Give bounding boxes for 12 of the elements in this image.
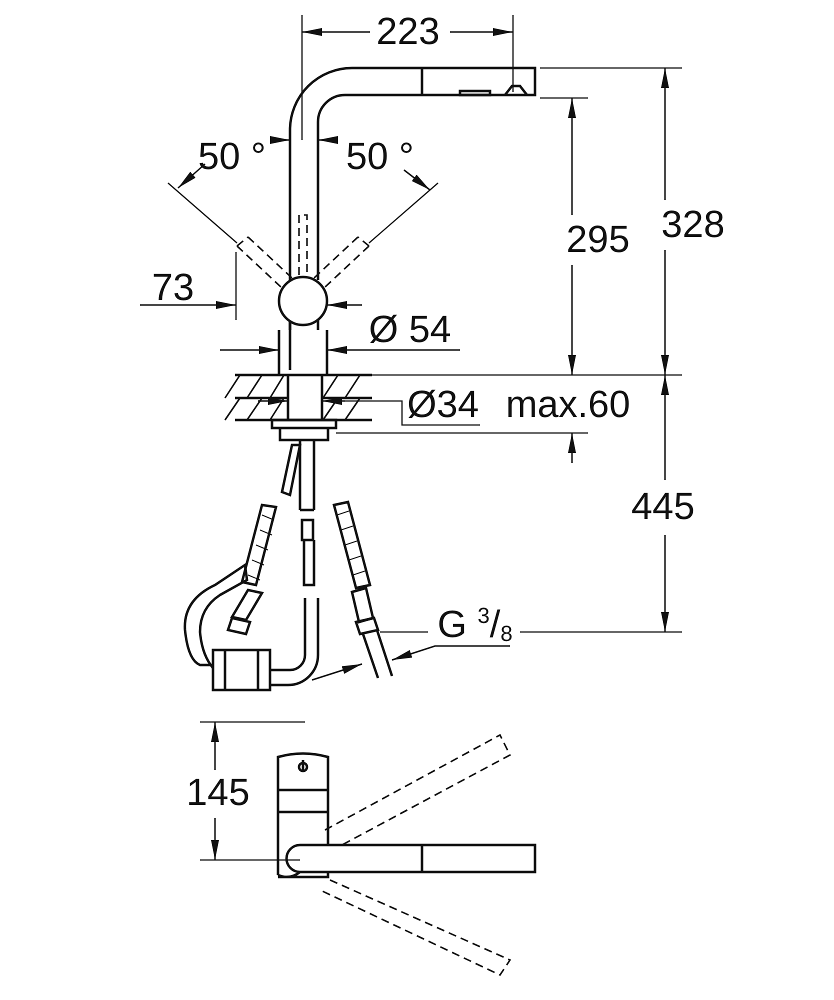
dimension-label: 145 [186,774,250,812]
dimension-label: 50 ° [198,138,266,176]
dimension-label: Ø 54 [368,311,452,349]
dimension-label: 328 [661,206,725,244]
dimension-label: 50 ° [346,138,414,176]
dimension-label: max.60 [506,386,630,424]
dimension-label: 73 [152,269,194,307]
dimension-label: 223 [376,13,440,51]
dimension-label: Ø34 [407,386,479,424]
dimension-label: 295 [566,221,630,259]
dimension-label: G $^{3}$/$_{8}$ [437,606,513,644]
dimension-label: 445 [631,488,695,526]
